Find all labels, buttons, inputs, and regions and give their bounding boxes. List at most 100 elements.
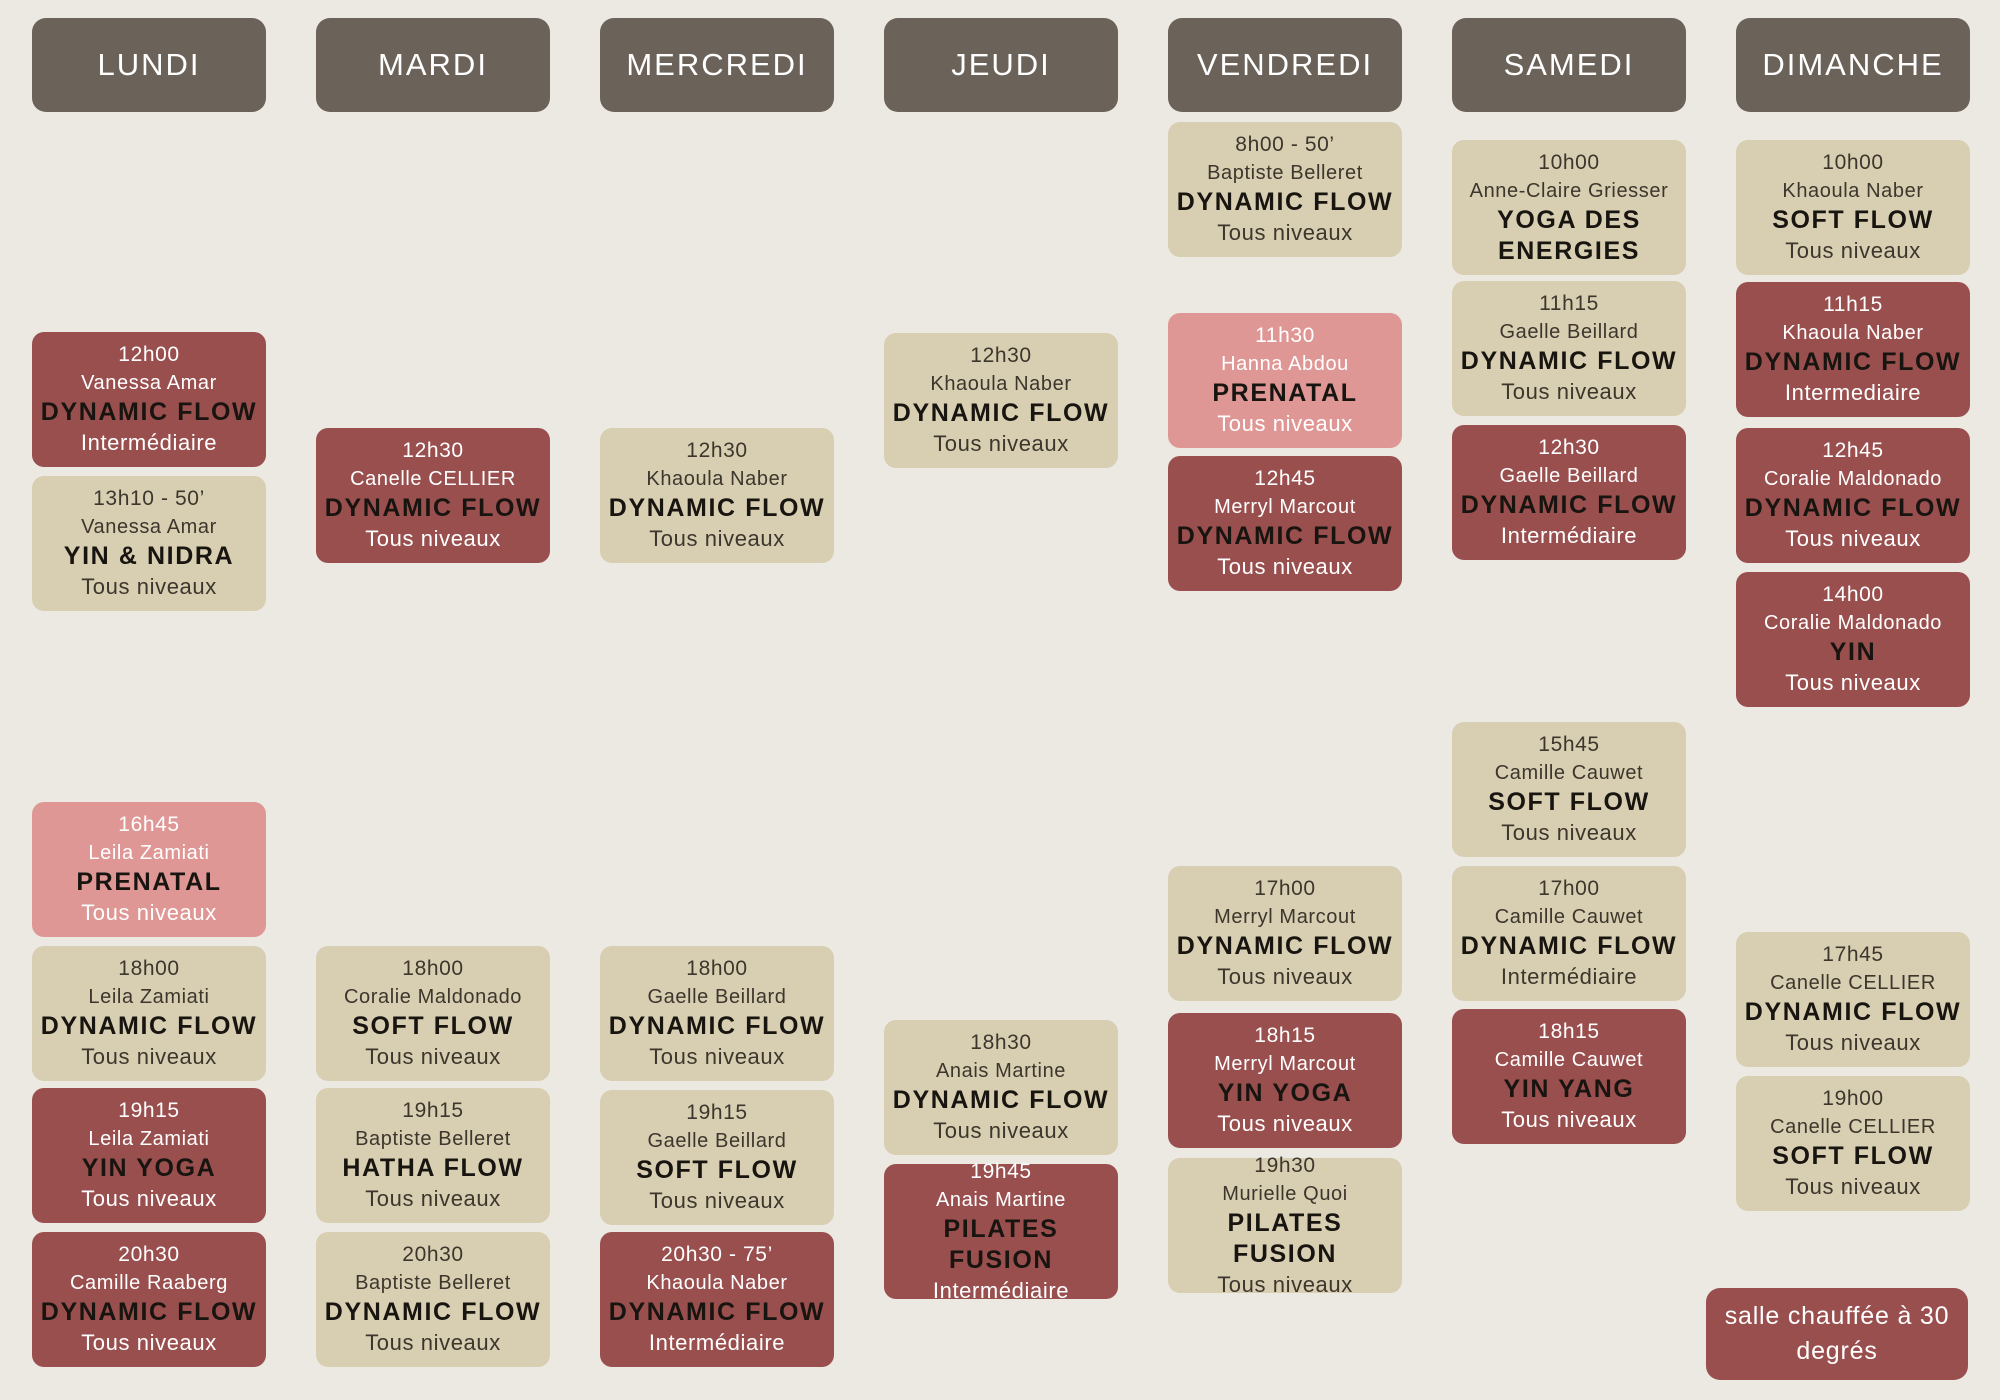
- class-teacher: Canelle CELLIER: [350, 468, 516, 490]
- class-name: PRENATAL: [1212, 379, 1358, 407]
- class-level: Tous niveaux: [649, 1044, 785, 1069]
- class-teacher: Canelle CELLIER: [1770, 972, 1936, 994]
- class-level: Tous niveaux: [1501, 379, 1637, 404]
- class-level: Tous niveaux: [933, 1118, 1069, 1143]
- class-level: Intermédiaire: [80, 430, 218, 455]
- class-time: 11h15: [1539, 292, 1599, 315]
- class-level: Tous niveaux: [649, 1188, 785, 1213]
- class-level: Tous niveaux: [1785, 1030, 1921, 1055]
- class-level: Intermédiaire: [648, 1330, 786, 1355]
- class-name: YIN & NIDRA: [63, 542, 235, 570]
- class-level: Tous niveaux: [1217, 554, 1353, 579]
- class-time: 10h00: [1538, 150, 1600, 174]
- class-name: SOFT FLOW: [352, 1012, 514, 1040]
- class-level: Tous niveaux: [933, 431, 1069, 456]
- class-name: SOFT FLOW: [1772, 1142, 1934, 1170]
- class-teacher: Merryl Marcout: [1214, 1053, 1356, 1075]
- class-name: YIN: [1829, 638, 1877, 666]
- heated-room-note: salle chauffée à 30 degrés: [1706, 1288, 1968, 1380]
- class-time: 17h45: [1822, 943, 1884, 966]
- class-time: 18h30: [970, 1031, 1032, 1054]
- class-name: YIN YOGA: [1217, 1079, 1353, 1107]
- class-teacher: Merryl Marcout: [1214, 496, 1356, 518]
- class-time: 19h15: [118, 1099, 180, 1122]
- class-teacher: Khaoula Naber: [1782, 180, 1924, 202]
- class-teacher: Camille Raaberg: [70, 1272, 228, 1294]
- class-teacher: Khaoula Naber: [1782, 322, 1924, 344]
- class-teacher: Vanessa Amar: [81, 516, 217, 538]
- class-name: DYNAMIC FLOW: [40, 1012, 258, 1040]
- class-time: 8h00 - 50’: [1235, 133, 1335, 156]
- class-teacher: Khaoula Naber: [646, 468, 788, 490]
- day-header-dimanche: DIMANCHE: [1736, 18, 1970, 112]
- day-header-jeudi: JEUDI: [884, 18, 1118, 112]
- class-teacher: Camille Cauwet: [1494, 762, 1644, 784]
- class-time: 12h30: [402, 439, 464, 462]
- day-header-mardi: MARDI: [316, 18, 550, 112]
- class-name: DYNAMIC FLOW: [608, 1012, 826, 1040]
- class-name: DYNAMIC FLOW: [1176, 522, 1394, 550]
- class-name: DYNAMIC FLOW: [892, 399, 1110, 427]
- class-time: 18h00: [402, 957, 464, 980]
- class-time: 18h15: [1538, 1020, 1600, 1043]
- class-teacher: Coralie Maldonado: [1763, 468, 1943, 490]
- class-level: Tous niveaux: [1217, 964, 1353, 989]
- class-level: Tous niveaux: [1785, 670, 1921, 695]
- class-level: Tous niveaux: [1785, 238, 1921, 263]
- class-level: Tous niveaux: [1501, 820, 1637, 845]
- class-time: 16h45: [118, 813, 180, 836]
- class-time: 12h45: [1822, 439, 1884, 462]
- class-time: 20h30: [402, 1243, 464, 1266]
- class-name: PRENATAL: [76, 868, 222, 896]
- class-name: DYNAMIC FLOW: [1744, 348, 1962, 376]
- class-name: SOFT FLOW: [636, 1156, 798, 1184]
- class-teacher: Anne-Claire Griesser: [1469, 179, 1669, 202]
- class-teacher: Coralie Maldonado: [1763, 612, 1943, 634]
- class-teacher: Merryl Marcout: [1214, 906, 1356, 928]
- day-header-samedi: SAMEDI: [1452, 18, 1686, 112]
- class-time: 13h10 - 50’: [93, 487, 205, 510]
- class-name: DYNAMIC FLOW: [1176, 188, 1394, 216]
- class-teacher: Gaelle Beillard: [1499, 465, 1639, 487]
- class-name: DYNAMIC FLOW: [1460, 491, 1678, 519]
- class-level: Tous niveaux: [1217, 1111, 1353, 1136]
- class-level: Tous niveaux: [1217, 411, 1353, 436]
- class-time: 11h30: [1255, 324, 1315, 347]
- class-name: YIN YOGA: [81, 1154, 217, 1182]
- class-name: DYNAMIC FLOW: [1460, 932, 1678, 960]
- class-time: 19h15: [686, 1101, 748, 1124]
- class-name: PILATES FUSION: [943, 1214, 1059, 1274]
- class-name: SOFT FLOW: [1772, 206, 1934, 234]
- class-level: Tous niveaux: [1217, 1271, 1353, 1297]
- class-level: Tous niveaux: [81, 1330, 217, 1355]
- class-level: Intermédiaire: [1500, 523, 1638, 548]
- class-name: DYNAMIC FLOW: [1460, 347, 1678, 375]
- class-teacher: Leila Zamiati: [88, 986, 210, 1008]
- class-level: Tous niveaux: [81, 900, 217, 925]
- class-level: Tous niveaux: [365, 1330, 501, 1355]
- class-name: YOGA DES ENERGIES: [1497, 205, 1641, 265]
- class-name: DYNAMIC FLOW: [1176, 932, 1394, 960]
- class-time: 19h00: [1822, 1087, 1884, 1110]
- class-teacher: Gaelle Beillard: [1499, 321, 1639, 343]
- class-time: 19h30: [1254, 1153, 1316, 1177]
- class-time: 12h30: [686, 439, 748, 462]
